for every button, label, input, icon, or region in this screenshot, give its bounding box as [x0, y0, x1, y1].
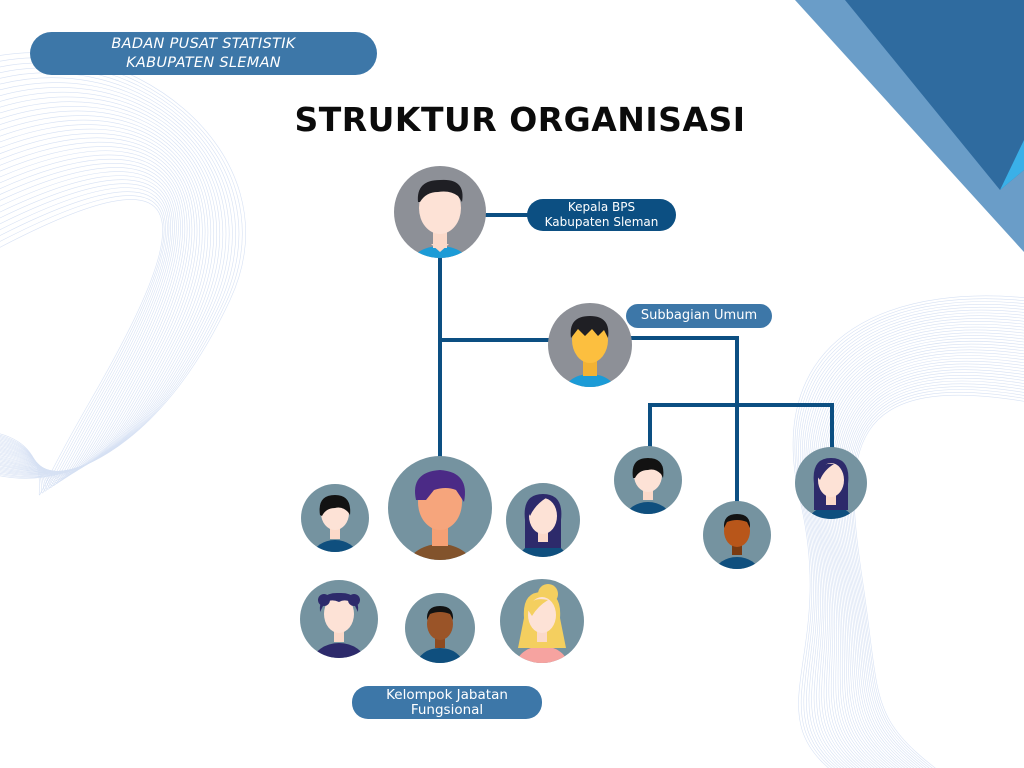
page-title: STRUKTUR ORGANISASI	[294, 100, 746, 139]
functional-avatar-4	[300, 580, 378, 658]
agency-name-line-2: KABUPATEN SLEMAN	[126, 54, 281, 71]
subbag-avatar	[548, 303, 632, 387]
head-label-line-1: Kepala BPS	[567, 200, 636, 214]
staff-avatar-2	[703, 501, 771, 569]
functional-avatar-5	[405, 593, 475, 663]
connector-lines	[438, 213, 834, 502]
functional-group-label-line-1: Kelompok Jabatan	[386, 687, 508, 704]
functional-avatar-6	[500, 579, 584, 663]
decorative-wave-right	[792, 295, 1024, 768]
staff-avatar-1	[614, 446, 682, 514]
functional-group-label-line-2: Fungsional	[410, 701, 484, 718]
functional-avatar-1	[301, 484, 369, 552]
functional-group-label: Kelompok Jabatan Fungsional	[352, 686, 542, 719]
decorative-wave-left	[0, 52, 246, 496]
agency-name-badge: BADAN PUSAT STATISTIK KABUPATEN SLEMAN	[30, 32, 377, 75]
functional-avatar-2	[388, 456, 492, 560]
staff-avatar-3	[795, 447, 867, 519]
subbag-label: Subbagian Umum	[626, 304, 772, 328]
head-label: Kepala BPS Kabupaten Sleman	[527, 199, 676, 231]
corner-decoration	[795, 0, 1024, 252]
subbag-label-text: Subbagian Umum	[640, 307, 758, 323]
functional-avatar-3	[506, 483, 580, 557]
agency-name-line-1: BADAN PUSAT STATISTIK	[111, 36, 296, 53]
head-label-line-2: Kabupaten Sleman	[544, 215, 659, 229]
